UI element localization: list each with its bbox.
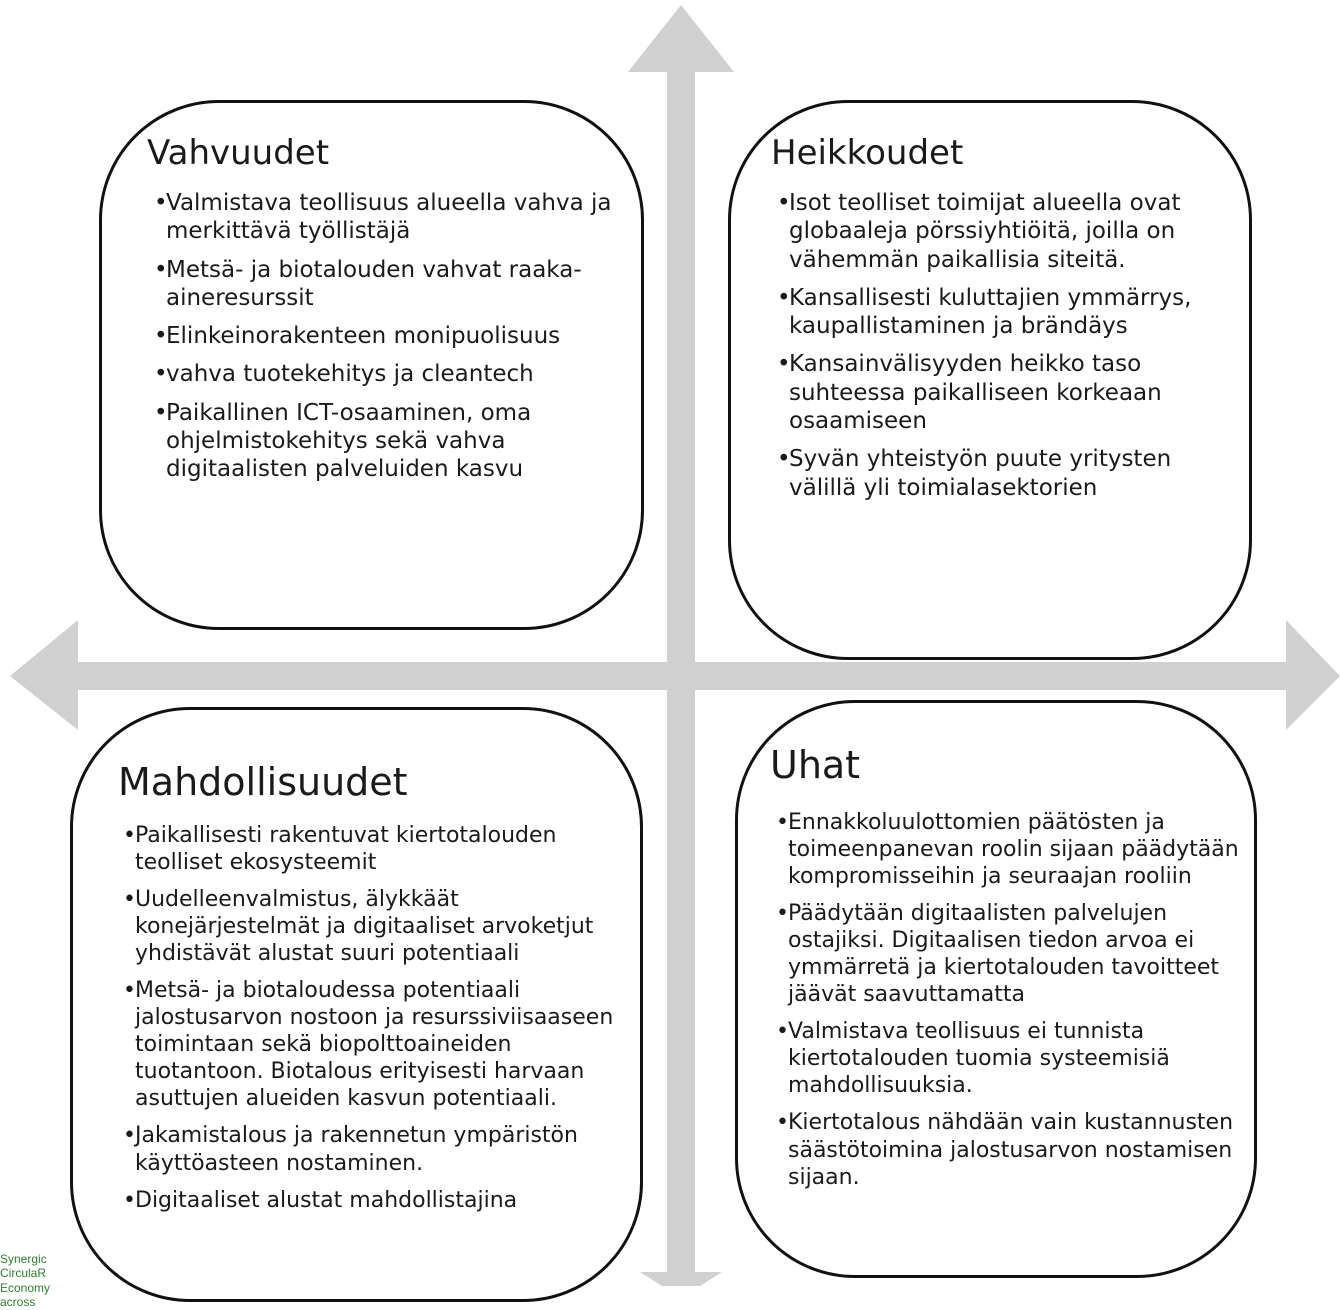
arrow-up-head <box>628 5 734 72</box>
bullet-item: Kiertotalous nähdään vain kustannusten s… <box>764 1109 1244 1190</box>
bullet-item: Elinkeinorakenteen monipuolisuus <box>142 322 612 350</box>
bullet-item: Valmistava teollisuus ei tunnista kierto… <box>764 1018 1244 1099</box>
bullet-item: Metsä- ja biotaloudessa potentiaali jalo… <box>111 977 621 1112</box>
strengths-title: Vahvuudet <box>147 133 330 173</box>
bullet-item: Paikallisesti rakentuvat kiertotalouden … <box>111 822 621 876</box>
bullet-item: Paikallinen ICT-osaaminen, oma ohjelmist… <box>142 399 612 484</box>
bullet-item: Kansainvälisyyden heikko taso suhteessa … <box>765 350 1235 435</box>
threats-list: Ennakkoluulottomien päätösten ja toimeen… <box>764 809 1244 1201</box>
strengths-list: Valmistava teollisuus alueella vahva ja … <box>142 189 612 494</box>
footer-logo-text: Synergic CirculaR Economy across <box>0 1252 80 1310</box>
threats-title: Uhat <box>770 743 861 787</box>
bullet-item: Ennakkoluulottomien päätösten ja toimeen… <box>764 809 1244 890</box>
opportunities-title: Mahdollisuudet <box>118 760 408 804</box>
arrow-down-head <box>640 1272 722 1286</box>
weaknesses-title: Heikkoudet <box>771 133 964 173</box>
opportunities-box: Mahdollisuudet Paikallisesti rakentuvat … <box>70 707 643 1302</box>
footer-line-2: Economy across <box>0 1280 51 1310</box>
bullet-item: Metsä- ja biotalouden vahvat raaka-ainer… <box>142 256 612 313</box>
opportunities-list: Paikallisesti rakentuvat kiertotalouden … <box>111 822 621 1224</box>
bullet-item: vahva tuotekehitys ja cleantech <box>142 360 612 388</box>
arrow-left-head <box>10 620 78 730</box>
horizontal-axis-shaft <box>72 662 1292 690</box>
bullet-item: Digitaaliset alustat mahdollistajina <box>111 1187 621 1214</box>
bullet-item: Jakamistalous ja rakennetun ympäristön k… <box>111 1122 621 1176</box>
strengths-box: Vahvuudet Valmistava teollisuus alueella… <box>99 100 644 630</box>
bullet-item: Isot teolliset toimijat alueella ovat gl… <box>765 189 1235 274</box>
bullet-item: Uudelleenvalmistus, älykkäät konejärjest… <box>111 886 621 967</box>
arrow-right-head <box>1286 620 1340 730</box>
weaknesses-box: Heikkoudet Isot teolliset toimijat aluee… <box>728 100 1252 660</box>
footer-line-1: Synergic CirculaR <box>0 1252 47 1281</box>
weaknesses-list: Isot teolliset toimijat alueella ovat gl… <box>765 189 1235 512</box>
bullet-item: Syvän yhteistyön puute yritysten välillä… <box>765 445 1235 502</box>
bullet-item: Päädytään digitaalisten palvelujen ostaj… <box>764 900 1244 1008</box>
threats-box: Uhat Ennakkoluulottomien päätösten ja to… <box>735 700 1257 1278</box>
bullet-item: Valmistava teollisuus alueella vahva ja … <box>142 189 612 246</box>
bullet-item: Kansallisesti kuluttajien ymmärrys, kaup… <box>765 284 1235 341</box>
